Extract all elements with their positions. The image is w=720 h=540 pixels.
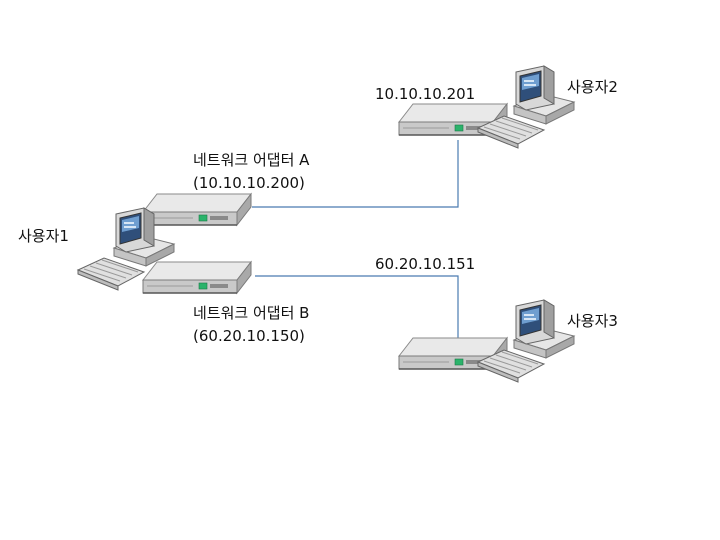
user1-label: 사용자1 — [18, 227, 69, 245]
adapter-b-device-icon — [142, 261, 252, 294]
link-adapter-b-to-user3 — [255, 275, 459, 338]
adapter-b-ip-label: (60.20.10.150) — [193, 327, 305, 345]
user2-ip-label: 10.10.10.201 — [375, 85, 476, 103]
adapter-b-name-label: 네트워크 어댑터 B — [193, 304, 310, 322]
link-adapter-a-to-user2 — [252, 140, 459, 208]
adapter-a-name-label: 네트워크 어댑터 A — [193, 151, 310, 169]
user3-label: 사용자3 — [567, 312, 618, 330]
user3-ip-label: 60.20.10.151 — [375, 255, 476, 273]
adapter-a-device-icon — [142, 193, 252, 226]
adapter-a-ip-label: (10.10.10.200) — [193, 174, 305, 192]
user2-label: 사용자2 — [567, 78, 618, 96]
